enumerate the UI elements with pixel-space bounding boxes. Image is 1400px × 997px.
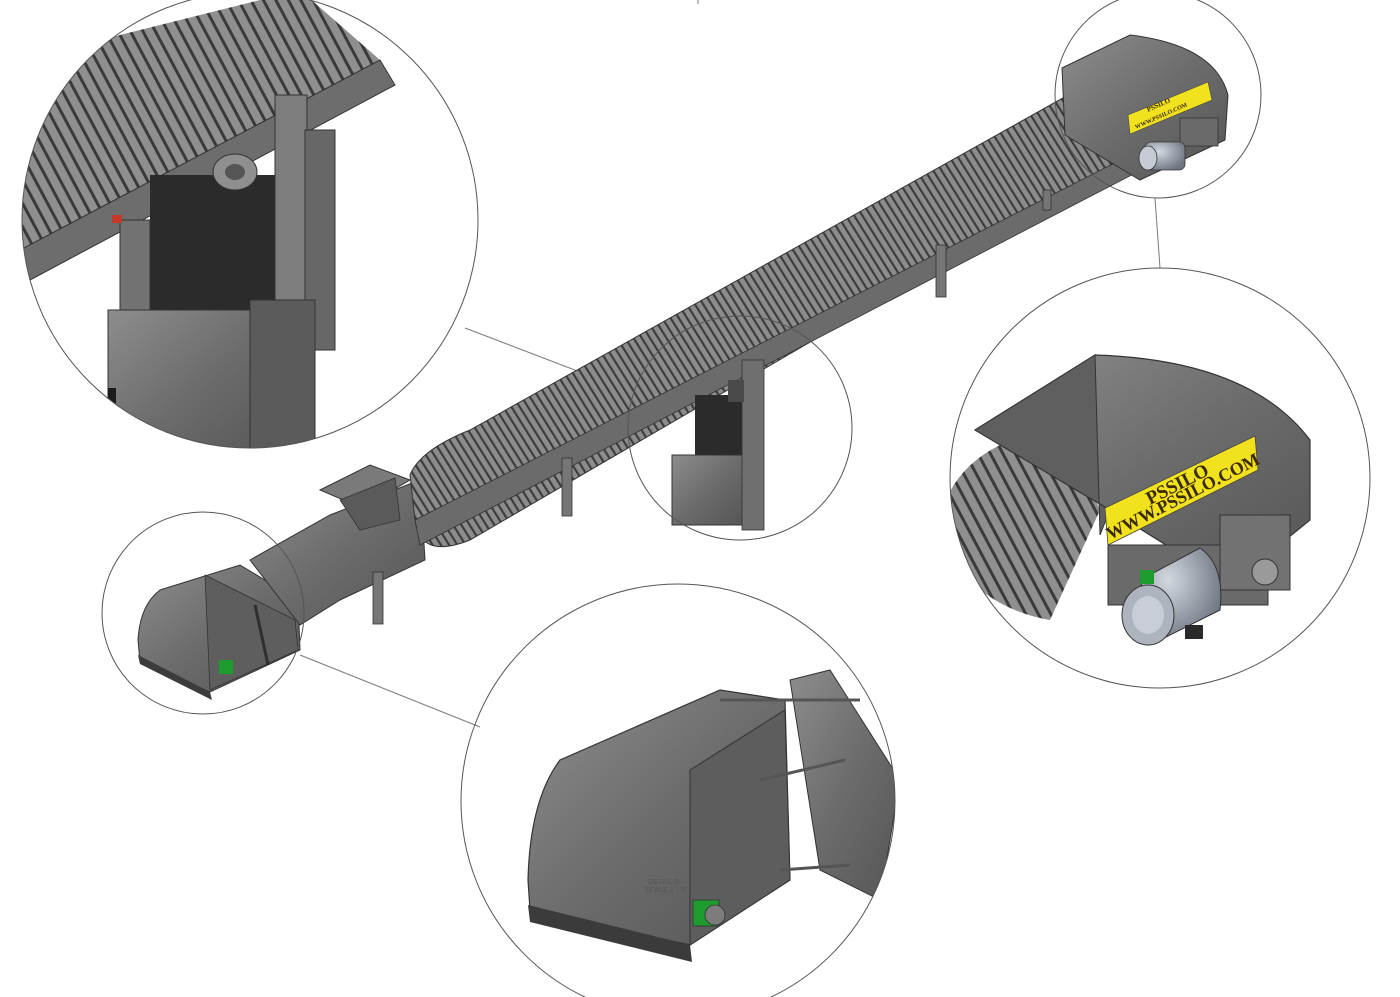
- detail-marker-head: [1054, 0, 1262, 199]
- bearing-icon-detail: [692, 899, 726, 927]
- detail-tail-box-magnified: DETAIL D SCALE 1 : 5: [460, 583, 896, 997]
- take-up-unit: [671, 359, 765, 531]
- detail-note-line1: DETAIL D: [648, 878, 680, 886]
- electric-motor-icon-detail: [1121, 547, 1222, 646]
- inlet-hopper: [318, 464, 412, 531]
- detail-take-up-magnified: [21, 0, 479, 449]
- detail-note-line2: SCALE 1 : 5: [645, 886, 685, 894]
- detail-marker-middle: [627, 315, 853, 541]
- tail-section-housing: [137, 564, 301, 700]
- head-section-housing: PSSILO WWW.PSSILO.COM: [1061, 34, 1229, 181]
- support-legs: [372, 189, 1052, 625]
- bearing-icon: [219, 660, 233, 674]
- gearbox-icon: [1179, 117, 1219, 147]
- detail-head-drive-magnified: PSSILO WWW.PSSILO.COM: [949, 267, 1371, 689]
- main-conveyor: PSSILO WWW.PSSILO.COM: [137, 34, 1229, 700]
- electric-motor-icon: [1138, 141, 1186, 171]
- gearbox-icon-detail: [1219, 514, 1291, 591]
- bearing-housing-icon: [212, 153, 258, 191]
- detail-marker-tail: [101, 511, 305, 715]
